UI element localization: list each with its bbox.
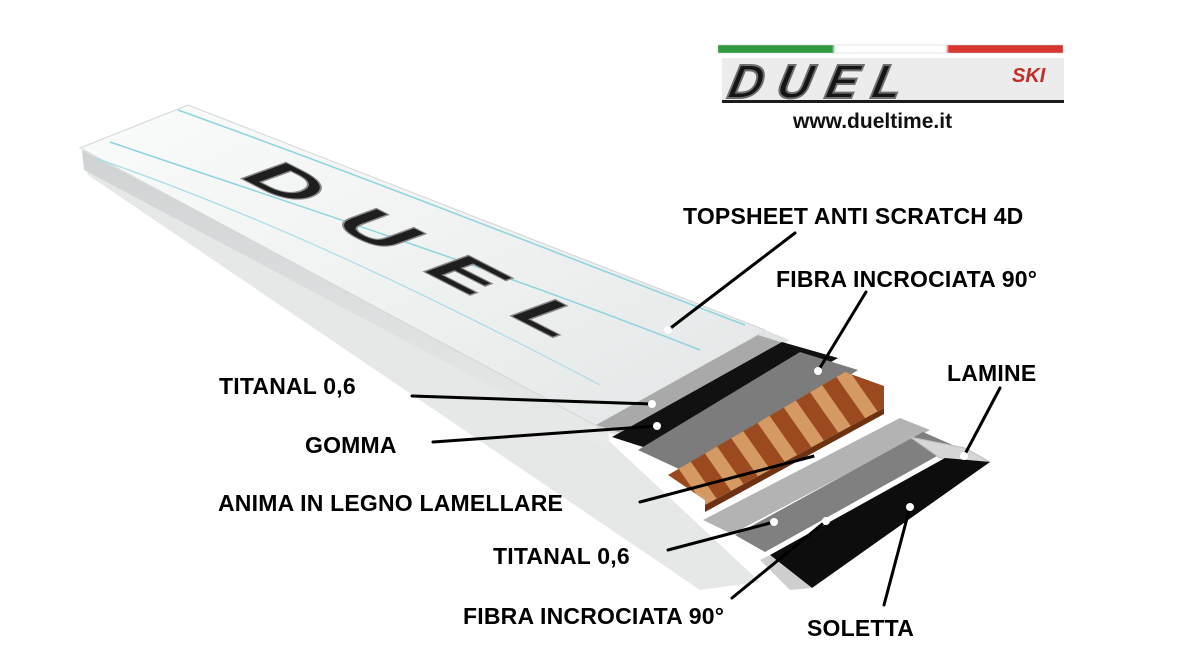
label-lamine: LAMINE [947, 360, 1037, 386]
dot-lamine [960, 452, 968, 460]
dot-titanal-top [648, 400, 656, 408]
label-anima: ANIMA IN LEGNO LAMELLARE [218, 490, 564, 516]
leader-lamine [962, 386, 1002, 458]
callout-lines [410, 231, 1002, 607]
label-titanal-top: TITANAL 0,6 [219, 373, 356, 399]
ski-sidewall [82, 150, 620, 455]
leader-fibra-bottom [730, 519, 828, 600]
leader-anima [638, 453, 820, 504]
italian-flag-bar [717, 44, 1064, 54]
dot-soletta [906, 503, 914, 511]
label-titanal-bottom: TITANAL 0,6 [493, 543, 630, 569]
topsheet-stripe [109, 141, 701, 351]
label-gomma: GOMMA [305, 432, 397, 458]
layer-titanal-bottom [703, 418, 930, 534]
layer-soletta [770, 458, 990, 588]
logo-suffix: SKI [1012, 65, 1046, 87]
leader-fibra-top [816, 290, 868, 373]
dot-anima [814, 451, 822, 459]
dot-topsheet [664, 326, 672, 334]
label-soletta: SOLETTA [807, 615, 915, 641]
ski-layers [596, 330, 991, 590]
label-topsheet: TOPSHEET ANTI SCRATCH 4D [683, 203, 1024, 229]
logo-website-url: www.dueltime.it [793, 110, 953, 133]
leader-titanal-top [410, 394, 654, 406]
dot-fibra-bottom [822, 517, 830, 525]
dot-fibra-top [814, 367, 822, 375]
label-fibra-top: FIBRA INCROCIATA 90° [776, 266, 1038, 292]
leader-gomma [431, 424, 659, 444]
layer-fibra-bottom [735, 432, 955, 552]
label-fibra-bottom: FIBRA INCROCIATA 90° [463, 603, 725, 629]
dot-titanal-bottom [770, 518, 778, 526]
duel-ski-logo: DUEL SKI [717, 44, 1064, 110]
dot-gomma [653, 422, 661, 430]
topsheet-stripe [94, 157, 601, 386]
leader-topsheet [666, 231, 797, 332]
callout-dots [648, 326, 968, 526]
logo-plate [722, 58, 1064, 102]
ski-underside [82, 155, 760, 590]
leader-titanal-bottom [666, 520, 776, 552]
layer-fibra-top [638, 352, 858, 475]
logo-underline [722, 100, 1064, 103]
ski-body: DUEL [78, 104, 767, 590]
topsheet-stripe [177, 109, 746, 326]
leader-soletta [882, 505, 912, 607]
